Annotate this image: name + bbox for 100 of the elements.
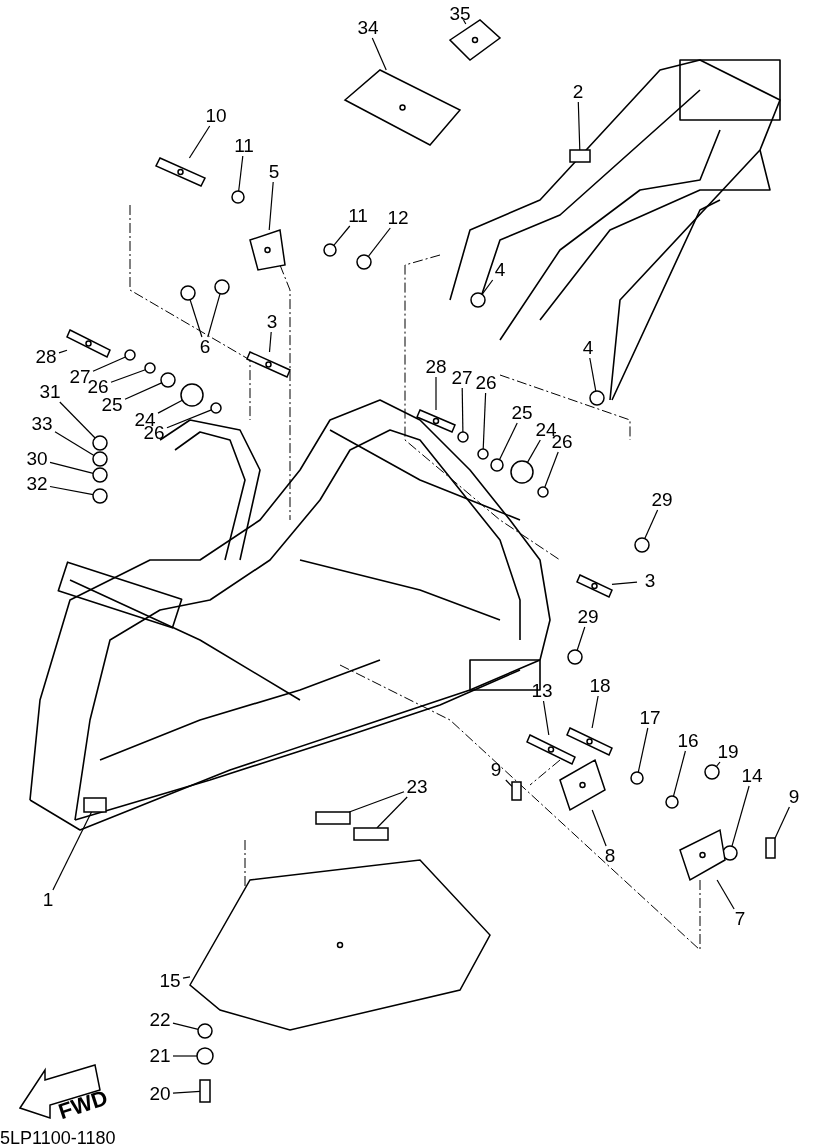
part-drawing bbox=[189, 859, 491, 1031]
part-drawing bbox=[199, 1079, 211, 1103]
leader-line bbox=[49, 485, 94, 496]
leader-line bbox=[482, 392, 487, 450]
callout-number: 11 bbox=[231, 136, 257, 156]
part-drawing bbox=[353, 827, 389, 841]
leader-line bbox=[54, 431, 95, 456]
callout-number: 9 bbox=[781, 787, 807, 807]
part-drawing bbox=[448, 19, 502, 61]
leader-line bbox=[268, 331, 272, 353]
washer-drawing bbox=[196, 1047, 214, 1065]
washer-drawing bbox=[160, 372, 176, 388]
washer-drawing bbox=[197, 1023, 213, 1039]
leader-line bbox=[611, 581, 638, 585]
part-drawing bbox=[66, 328, 111, 359]
callout-number: 14 bbox=[739, 766, 765, 786]
leader-line bbox=[591, 695, 599, 729]
washer-drawing bbox=[665, 795, 679, 809]
part-drawing bbox=[154, 157, 207, 187]
drawing-code: 5LP1100-1180 bbox=[0, 1128, 116, 1146]
callout-number: 18 bbox=[587, 676, 613, 696]
callout-number: 20 bbox=[147, 1084, 173, 1104]
leader-line bbox=[461, 387, 464, 433]
callout-number: 4 bbox=[575, 338, 601, 358]
callout-number: 25 bbox=[99, 395, 125, 415]
washer-drawing bbox=[537, 486, 549, 498]
part-drawing bbox=[569, 149, 591, 163]
leader-line bbox=[371, 37, 387, 71]
part-drawing bbox=[679, 828, 726, 882]
leader-line bbox=[348, 791, 405, 813]
leader-line bbox=[499, 422, 518, 461]
callout-number: 22 bbox=[147, 1010, 173, 1030]
callout-number: 3 bbox=[637, 571, 663, 591]
leader-line bbox=[505, 779, 513, 787]
leader-line bbox=[544, 451, 559, 488]
part-drawing bbox=[765, 837, 776, 859]
washer-drawing bbox=[124, 349, 136, 361]
leader-line bbox=[542, 700, 550, 736]
leader-line bbox=[576, 626, 586, 651]
callout-number: 29 bbox=[575, 607, 601, 627]
washer-drawing bbox=[92, 467, 108, 483]
callout-number: 34 bbox=[355, 18, 381, 38]
callout-number: 9 bbox=[483, 760, 509, 780]
part-drawing bbox=[343, 69, 462, 146]
leader-line bbox=[238, 155, 244, 192]
leader-line bbox=[367, 227, 391, 258]
leader-line bbox=[157, 399, 183, 414]
callout-number: 25 bbox=[509, 403, 535, 423]
leader-line bbox=[637, 727, 649, 773]
washer-drawing bbox=[180, 285, 196, 301]
washer-drawing bbox=[210, 402, 222, 414]
part-drawing bbox=[526, 733, 576, 766]
leader-line bbox=[716, 879, 735, 910]
part-drawing bbox=[559, 758, 606, 812]
washer-drawing bbox=[470, 292, 486, 308]
leader-line bbox=[526, 439, 541, 463]
washer-drawing bbox=[214, 279, 230, 295]
leader-line bbox=[110, 369, 146, 383]
callout-number: 2 bbox=[565, 82, 591, 102]
part-drawing bbox=[246, 351, 291, 378]
washer-drawing bbox=[144, 362, 156, 374]
callout-number: 32 bbox=[24, 474, 50, 494]
leader-line bbox=[188, 125, 211, 159]
leader-line bbox=[774, 806, 790, 839]
leader-line bbox=[715, 761, 721, 768]
callout-number: 19 bbox=[715, 742, 741, 762]
leader-line bbox=[172, 1022, 199, 1030]
leader-line bbox=[166, 409, 212, 429]
callout-number: 28 bbox=[33, 347, 59, 367]
washer-drawing bbox=[589, 390, 605, 406]
washer-drawing bbox=[510, 460, 534, 484]
leader-line bbox=[52, 811, 93, 891]
callout-number: 28 bbox=[423, 357, 449, 377]
part-drawing bbox=[249, 229, 286, 271]
part-drawing bbox=[315, 811, 351, 825]
callout-number: 4 bbox=[487, 260, 513, 280]
washer-drawing bbox=[180, 383, 204, 407]
callout-number: 10 bbox=[203, 106, 229, 126]
leader-line bbox=[182, 976, 191, 979]
leader-line bbox=[59, 401, 96, 439]
washer-drawing bbox=[92, 435, 108, 451]
part-drawing bbox=[511, 781, 522, 801]
part-drawing bbox=[83, 797, 107, 813]
leader-line bbox=[577, 101, 581, 151]
washer-drawing bbox=[567, 649, 583, 665]
part-drawing bbox=[416, 409, 456, 433]
leader-line bbox=[462, 19, 467, 25]
callout-number: 21 bbox=[147, 1046, 173, 1066]
direction-label: FWD bbox=[55, 1084, 111, 1126]
callout-number: 11 bbox=[345, 206, 371, 226]
callout-number: 13 bbox=[529, 681, 555, 701]
washer-drawing bbox=[634, 537, 650, 553]
callout-number: 23 bbox=[404, 777, 430, 797]
callout-number: 26 bbox=[473, 373, 499, 393]
callout-number: 1 bbox=[35, 890, 61, 910]
callout-number: 26 bbox=[85, 377, 111, 397]
callout-number: 35 bbox=[447, 4, 473, 24]
leader-line bbox=[268, 181, 274, 231]
washer-drawing bbox=[92, 488, 108, 504]
callout-number: 33 bbox=[29, 414, 55, 434]
